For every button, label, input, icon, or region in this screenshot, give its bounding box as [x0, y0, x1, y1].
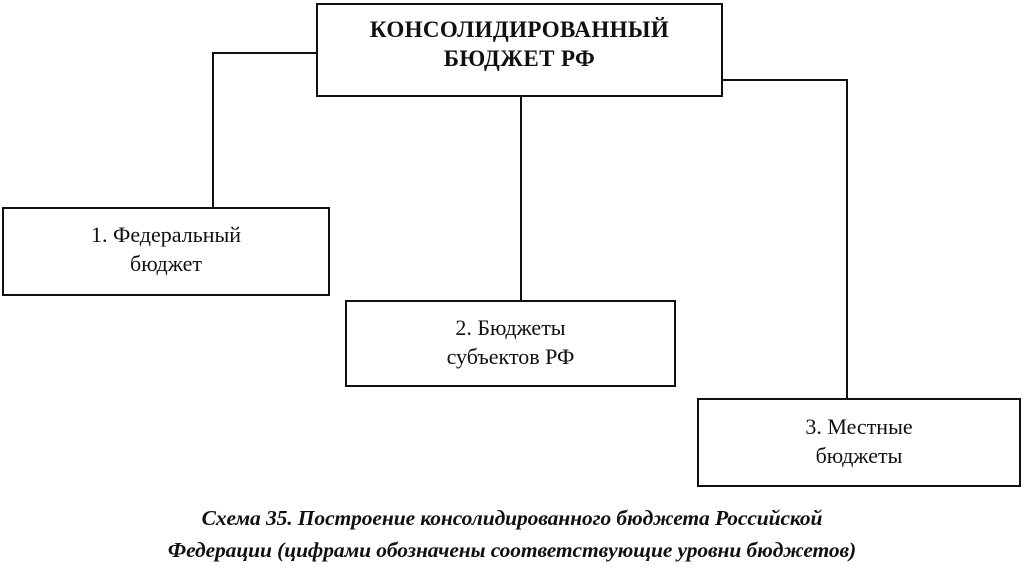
connector-root-to-local-vertical	[846, 79, 848, 400]
connector-root-to-federal-vertical	[212, 52, 214, 209]
figure-caption-line-1: Схема 35. Построение консолидированного …	[201, 506, 823, 530]
node-local-budgets-label: 3. Местные бюджеты	[805, 413, 913, 468]
connector-root-to-local-horizontal	[721, 79, 848, 81]
figure-caption-line-2: Федерации (цифрами обозначены соответств…	[167, 537, 857, 562]
node-consolidated-budget-label: КОНСОЛИДИРОВАННЫЙ БЮДЖЕТ РФ	[369, 16, 670, 71]
connector-root-to-subjects-vertical	[520, 95, 522, 302]
figure-caption: Схема 35. Построение консолидированного …	[0, 503, 1024, 567]
node-subjects-budgets: 2. Бюджеты субъектов РФ	[345, 300, 676, 387]
node-federal-budget-label: 1. Федеральный бюджет	[90, 221, 242, 276]
node-subjects-budgets-label: 2. Бюджеты субъектов РФ	[446, 314, 575, 369]
node-consolidated-budget: КОНСОЛИДИРОВАННЫЙ БЮДЖЕТ РФ	[316, 3, 723, 97]
connector-root-to-federal-horizontal	[212, 52, 318, 54]
node-local-budgets: 3. Местные бюджеты	[697, 398, 1021, 487]
node-federal-budget: 1. Федеральный бюджет	[2, 207, 330, 296]
